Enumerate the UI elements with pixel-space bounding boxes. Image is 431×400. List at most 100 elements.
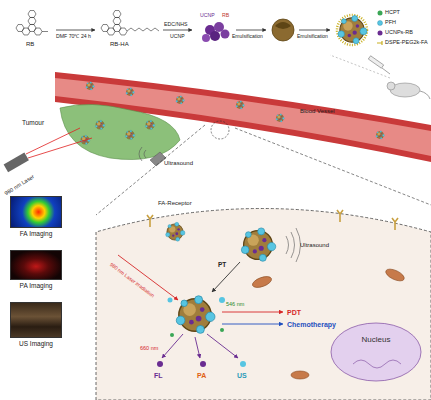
signal-arrow [207, 334, 238, 358]
annotation-label: UCNP [170, 34, 185, 39]
released-cluster [176, 296, 215, 334]
mitochondrion [251, 274, 273, 289]
guide-line [330, 55, 390, 78]
annotation-label: RB-HA [110, 41, 129, 47]
annotation-label: 546 nm [226, 302, 244, 308]
zoom-guide [235, 128, 431, 205]
laser-device [4, 153, 29, 173]
annotation-label: FL [154, 372, 163, 379]
ucnp-particle [210, 31, 220, 41]
legend-text: HCPT [385, 10, 400, 16]
annotation-label: PDT [287, 309, 301, 316]
annotation-label: Chemotherapy [287, 321, 336, 328]
hcpt-drug [170, 333, 174, 337]
nucleus-outline [330, 322, 422, 382]
annotation-label: PA [197, 372, 206, 379]
annotation-label: Tumour [22, 120, 44, 127]
mouse-tail [420, 91, 430, 99]
tumour-tissue [60, 104, 180, 159]
fa-receptor [147, 215, 153, 227]
pa-signal [200, 361, 206, 367]
mitochondrion [291, 371, 309, 379]
nanoparticle [95, 120, 105, 129]
ring [28, 11, 36, 18]
annotation-label: Emulsification [232, 34, 263, 39]
pdt-arrow [222, 312, 283, 313]
annotation-label: Ultrasound [164, 160, 193, 166]
legend-row: UCNPs-RB [385, 28, 428, 38]
nanoparticle [125, 130, 135, 139]
ultrasound-waves [286, 228, 301, 262]
signal-arrow [195, 337, 200, 358]
chain [127, 28, 159, 31]
process-arrow [236, 30, 266, 31]
nucleus: Nucleus [330, 322, 422, 382]
hcpt-drug [220, 328, 224, 332]
oil-droplet [272, 19, 294, 41]
fa-receptor [392, 218, 398, 230]
nanoparticle [176, 96, 185, 104]
syringe [368, 56, 383, 68]
chemo-arrow [222, 324, 283, 325]
pfh-bubble [168, 298, 173, 303]
legend: HCPT PFH UCNPs-RB DSPE-PEG2k-FA [385, 8, 428, 48]
legend-row: HCPT [385, 8, 428, 18]
pfh-sample [378, 21, 383, 26]
ucnp-particle [202, 34, 210, 42]
annotation-label: DMF 70℃ 24 h [56, 34, 91, 39]
mitochondrion [384, 267, 406, 284]
legend-text: UCNPs-RB [385, 30, 413, 36]
annotation-label: PT [218, 262, 226, 269]
ring [113, 11, 121, 18]
nucleus-membrane [331, 323, 421, 381]
nanoparticle [145, 120, 155, 129]
imaging-panel: US Imaging [10, 302, 62, 338]
annotation-label: UCNP [200, 13, 215, 18]
nanoparticle [86, 82, 95, 90]
fa-receptor [337, 210, 343, 222]
us-signal [240, 361, 246, 367]
ucnp-particle [221, 30, 230, 39]
needle [382, 68, 390, 74]
ring [119, 28, 127, 35]
annotation-label: 660 nm [140, 346, 158, 352]
fl-signal [157, 361, 163, 367]
pfh-bubble [219, 297, 225, 303]
pt-arrow [212, 262, 240, 292]
process-arrow [299, 30, 330, 31]
lipid-shell [337, 15, 367, 45]
legend-text: PFH [385, 20, 396, 26]
organelle-label: Nucleus [362, 336, 391, 344]
signal-arrow [162, 334, 183, 358]
chromatin [353, 360, 401, 368]
nanoparticle [241, 228, 275, 261]
tumour-cell [96, 209, 431, 400]
reaction-arrow [163, 30, 192, 31]
annotation-label: RB [26, 41, 34, 47]
annotation-label: EDC/NHS [164, 22, 187, 27]
nanoparticle [236, 101, 245, 109]
imaging-panel: FA Imaging [10, 196, 62, 228]
annotation-label: FA-Receptor [158, 200, 192, 206]
annotation-label: RB [222, 13, 229, 18]
blood-vessel [55, 72, 431, 162]
nanoparticle [376, 131, 385, 139]
panel-caption: PA Imaging [20, 283, 53, 290]
ring [113, 18, 121, 25]
laser-beam [28, 138, 92, 158]
zoom-circle [211, 121, 229, 139]
nanoparticle [126, 88, 135, 96]
ucnps-rb-sample [378, 31, 383, 36]
panel-caption: US Imaging [19, 341, 53, 348]
droplet-shade [275, 22, 291, 29]
annotation-label: 980 nm Laser [4, 174, 35, 196]
nanoparticle [338, 16, 367, 44]
zoom-guide [96, 125, 205, 215]
lipid-sample [377, 41, 382, 45]
panel-caption: FA Imaging [20, 231, 53, 238]
annotation-label: Emulsification [297, 34, 328, 39]
legend-text: DSPE-PEG2k-FA [385, 40, 428, 46]
nanoparticle [166, 222, 185, 241]
